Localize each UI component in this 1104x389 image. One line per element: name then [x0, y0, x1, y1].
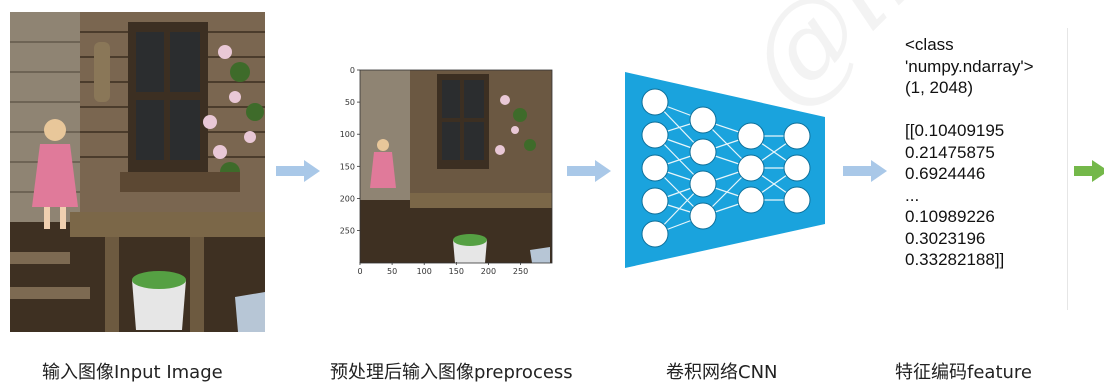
x-tick-label: 200: [481, 267, 496, 276]
feature-line: 0.21475875: [905, 142, 995, 162]
feature-line: 'numpy.ndarray'>: [905, 56, 1034, 76]
x-tick-label: 150: [449, 267, 464, 276]
y-tick-label: 0: [350, 66, 355, 75]
y-tick-label: 200: [340, 194, 355, 203]
y-tick-label: 100: [340, 130, 355, 139]
cnn-network-diagram: [625, 72, 825, 268]
arrow-right-icon: [843, 160, 887, 182]
x-tick-label: 0: [357, 267, 362, 276]
preprocessed-image-plot: 0 50 100 150 200 250 0 50 100 150 200 250: [325, 60, 560, 285]
feature-line: (1, 2048): [905, 78, 974, 97]
caption-feature: 特征编码feature: [895, 362, 1032, 383]
x-tick-label: 50: [387, 267, 397, 276]
arrow-right-icon: [1074, 160, 1104, 182]
feature-line: 0.6924446: [905, 164, 986, 183]
feature-line: [905, 99, 1067, 121]
input-image: [10, 12, 265, 332]
caption-input-image: 输入图像Input Image: [42, 362, 223, 383]
arrow-right-icon: [276, 160, 320, 182]
caption-cnn: 卷积网络CNN: [666, 362, 778, 383]
feature-line: ...: [905, 185, 920, 205]
caption-preprocess: 预处理后输入图像preprocess: [330, 362, 573, 383]
feature-output-text: <class 'numpy.ndarray'> (1, 2048) [[0.10…: [893, 28, 1068, 310]
x-tick-label: 250: [513, 267, 528, 276]
y-tick-label: 50: [345, 98, 355, 107]
feature-line: 0.10989226: [905, 207, 995, 226]
arrow-right-icon: [567, 160, 611, 182]
y-tick-label: 250: [340, 227, 355, 236]
feature-line: [[0.10409195: [905, 121, 1005, 140]
feature-line: <class: [905, 35, 954, 54]
feature-line: 0.3023196: [905, 228, 986, 248]
y-tick-label: 150: [340, 162, 355, 171]
feature-line: 0.33282188]]: [905, 250, 1005, 269]
x-tick-label: 100: [417, 267, 432, 276]
